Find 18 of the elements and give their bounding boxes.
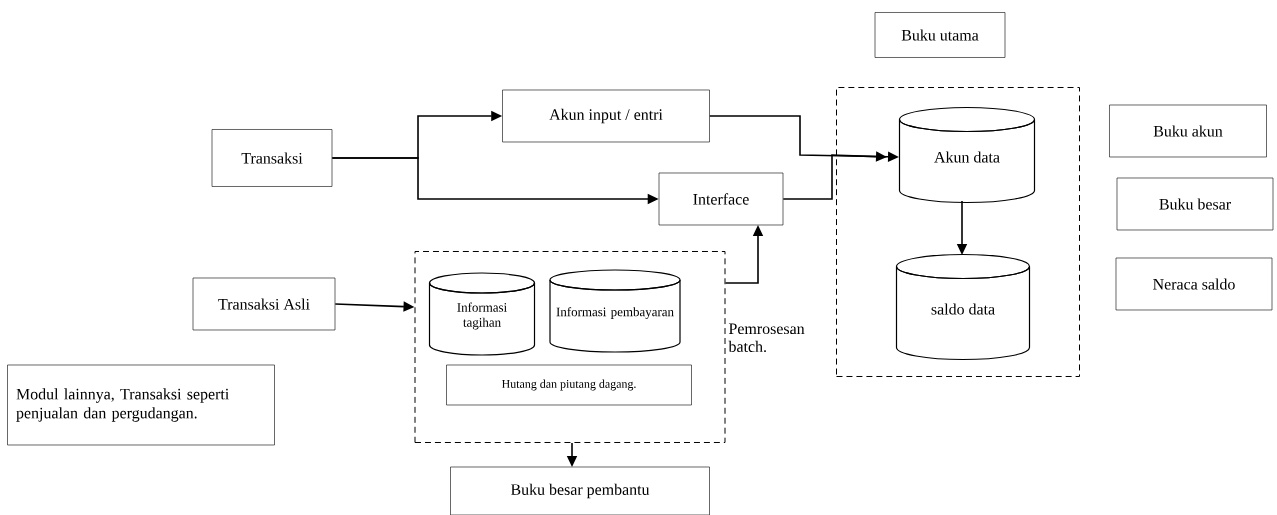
database-cylinder: Informasi pembayaran — [549, 269, 681, 353]
process-box: Modul lainnya, Transaksi seperti penjualan dan pergudangan. — [7, 364, 275, 446]
process-box: Buku akun — [1109, 104, 1267, 158]
process-box: Buku utama — [874, 12, 1006, 58]
dashed-group-box — [836, 87, 1080, 377]
database-cylinder: Akun data — [898, 106, 1036, 204]
process-box: Transaksi — [211, 129, 333, 187]
process-box: Neraca saldo — [1115, 257, 1273, 311]
process-box: Akun input / entri — [502, 89, 710, 143]
process-box: Interface — [658, 172, 784, 226]
process-box: Hutang dan piutang dagang. — [446, 364, 692, 406]
database-cylinder: Informasi tagihan — [428, 272, 536, 356]
edge-label: Pemrosesan batch. — [727, 322, 805, 354]
process-box: Buku besar pembantu — [450, 466, 710, 515]
database-cylinder: saldo data — [895, 253, 1031, 361]
dashed-group-box — [414, 251, 726, 443]
process-box: Transaksi Asli — [192, 277, 336, 331]
process-box: Buku besar — [1116, 177, 1274, 231]
